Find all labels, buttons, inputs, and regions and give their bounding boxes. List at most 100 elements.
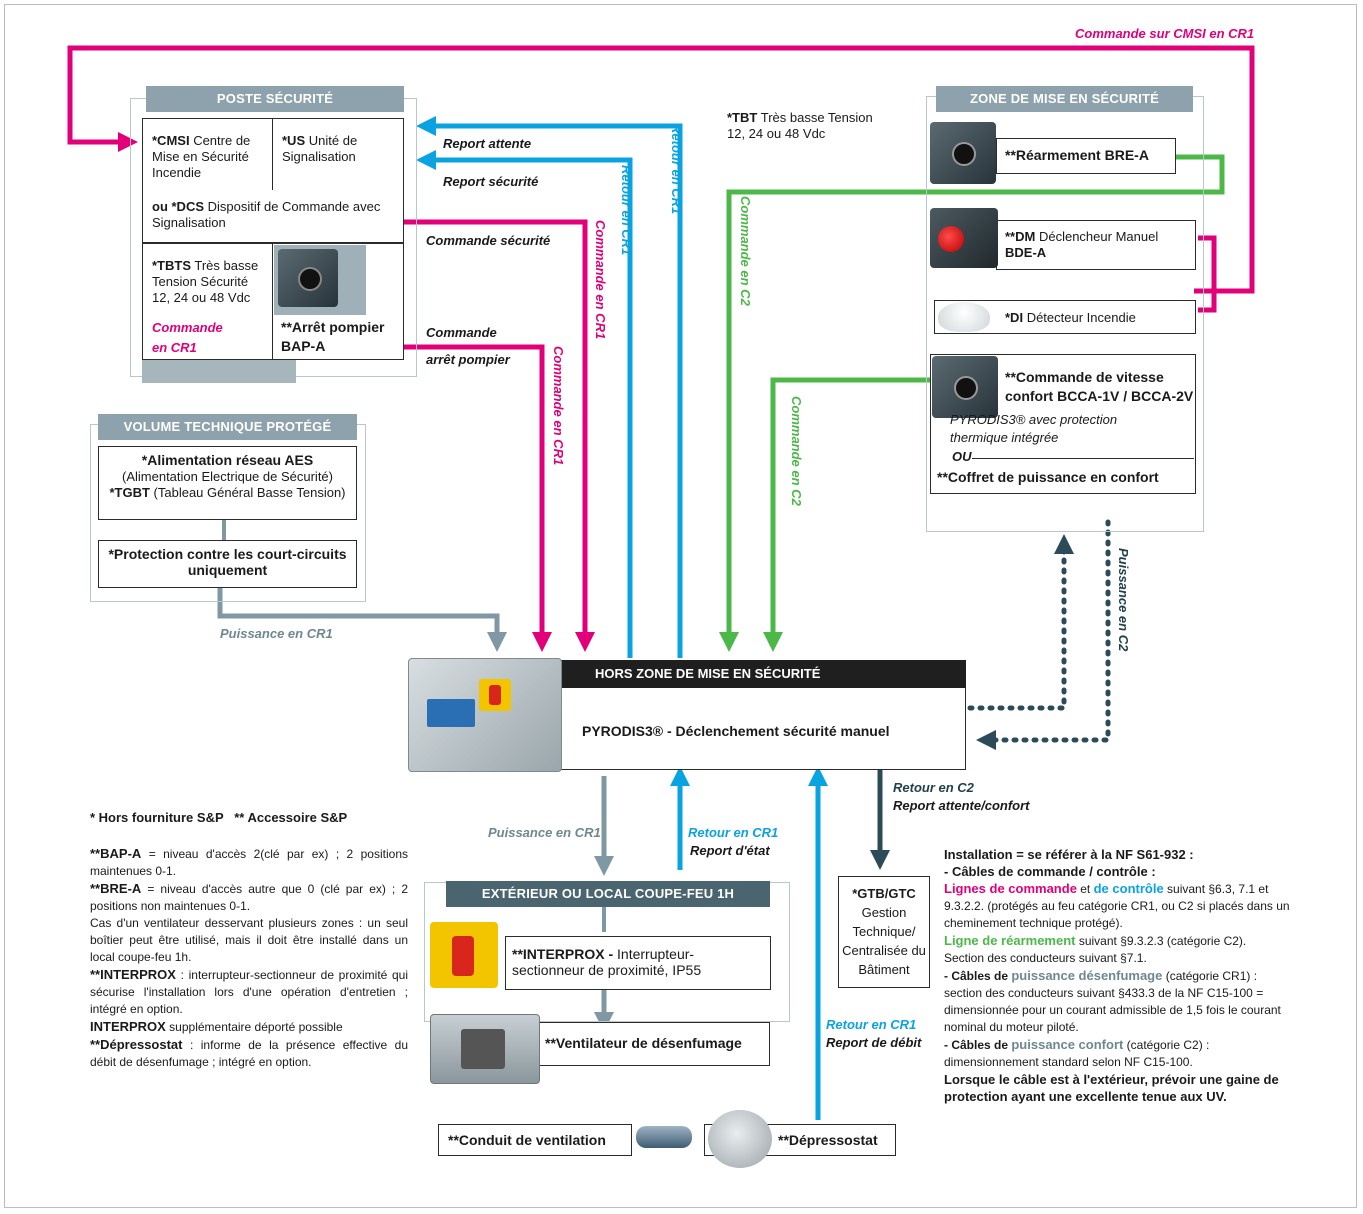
- vitesse-switch-image: [932, 356, 998, 418]
- tbts-divider: [272, 243, 273, 360]
- gtb-l4: Bâtiment: [858, 962, 910, 977]
- wire-vitesse-commande-c2: [763, 377, 930, 652]
- red-handle-icon: [489, 685, 501, 705]
- label-commande: Commande: [426, 325, 497, 340]
- dcs-text: Dispositif de Commande avec Signalisatio…: [152, 199, 381, 230]
- depressostat-label: **Dépressostat: [778, 1132, 878, 1148]
- di-text: Détecteur Incendie: [1026, 310, 1136, 325]
- us-block: *US Unité de Signalisation: [282, 133, 400, 165]
- tbt-code: *TBT: [727, 110, 758, 125]
- tgbt-code: *TGBT: [109, 485, 150, 500]
- fan-icon: [461, 1029, 505, 1069]
- cables-de2: - Câbles de: [944, 1038, 1012, 1052]
- puissance-desenf: puissance désenfumage: [1011, 968, 1163, 983]
- label-commande-cmsi-cr1: Commande sur CMSI en CR1: [1075, 26, 1255, 41]
- label-report-debit: Report de débit: [826, 1035, 922, 1050]
- ou-divider: [972, 458, 1194, 459]
- smoke-detector-image: [938, 302, 990, 332]
- tbt-text2: 12, 24 ou 48 Vdc: [727, 126, 826, 141]
- diagram-frame: [4, 4, 1357, 1208]
- confort-text: (catégorie C2) : dimensionnement standar…: [944, 1038, 1210, 1069]
- selector-icon: [954, 376, 978, 400]
- duct-image: [636, 1126, 692, 1148]
- tgbt-text: (Tableau Général Basse Tension): [153, 485, 346, 500]
- label-report-securite: Report sécurité: [443, 174, 539, 189]
- tbts-block: *TBTS Très basse Tension Sécurité 12, 24…: [152, 258, 268, 306]
- bap-text: = niveau d'accès 2(clé par ex) ; 2 posit…: [90, 847, 408, 878]
- dm-text: Déclencheur Manuel: [1038, 229, 1159, 244]
- install-et: et: [1076, 882, 1094, 896]
- depresso-note-code: **Dépressostat: [90, 1037, 183, 1052]
- rearm-box: [996, 138, 1176, 174]
- cmsi-us-divider: [272, 118, 273, 190]
- ou-label: OU: [952, 449, 972, 464]
- exterieur-header: EXTÉRIEUR OU LOCAL COUPE-FEU 1H: [446, 881, 770, 907]
- pyrodis-enclosure-image: [408, 658, 562, 772]
- bre-text: = niveau d'accès autre que 0 (clé par ex…: [90, 882, 408, 913]
- label-commande-c2-a: Commande en C2: [738, 196, 753, 306]
- label-retour-cr1-a: Retour en CR1: [669, 124, 684, 215]
- interprox-box: [505, 936, 771, 990]
- ventilateur-label: **Ventilateur de désenfumage: [545, 1035, 742, 1051]
- hors-zone-header-bg: [540, 660, 966, 688]
- dm-ref: BDE-A: [1005, 245, 1047, 260]
- de-controle: de contrôle: [1093, 881, 1164, 896]
- puissance-confort: puissance confort: [1011, 1037, 1124, 1052]
- us-text: Unité de Signalisation: [282, 133, 358, 164]
- tbt-note: *TBT Très basse Tension 12, 24 ou 48 Vdc: [727, 110, 897, 142]
- uv-text: Lorsque le câble est à l'extérieur, prév…: [944, 1072, 1279, 1104]
- wire-commande-cmsi-cr1: [67, 45, 1255, 294]
- key-switch-icon: [298, 267, 322, 291]
- red-handle-icon: [452, 936, 474, 976]
- label-arret-pompier: arrêt pompier: [426, 352, 510, 367]
- commande-cr1-a: Commande: [152, 320, 223, 335]
- lignes-commande: Lignes de commande: [944, 881, 1077, 896]
- tbts-text: Très basse Tension Sécurité 12, 24 ou 48…: [152, 258, 259, 305]
- lignes-text: suivant §6.3, 7.1 et 9.3.2.2. (protégés …: [944, 882, 1290, 930]
- plusieurs-text: Cas d'un ventilateur desservant plusieur…: [90, 916, 408, 964]
- wire-commande-securite: [404, 219, 595, 652]
- poste-securite-header: POSTE SÉCURITÉ: [146, 86, 404, 112]
- legend-title: * Hors fourniture S&P ** Accessoire S&P: [90, 810, 348, 825]
- arret-pompier-title: **Arrêt pompier: [281, 319, 385, 335]
- aes-block: *Alimentation réseau AES (Alimentation E…: [98, 452, 357, 501]
- interprox-image: [430, 922, 498, 988]
- label-commande-cr1-b: Commande en CR1: [551, 346, 566, 466]
- cmsi-block: *CMSI Centre de Mise en Sécurité Incendi…: [152, 133, 270, 181]
- pyrodis-a: PYRODIS3® avec protection: [950, 412, 1118, 427]
- interprox-note-text: : interrupteur-sectionneur de proximité …: [90, 968, 408, 1016]
- aes-box: [98, 446, 357, 520]
- label-report-etat: Report d'état: [690, 843, 770, 858]
- protection-b: uniquement: [187, 562, 268, 578]
- label-puissance-c2: Puissance en C2: [1116, 548, 1131, 652]
- wire-puissance-c2-b: [976, 519, 1111, 750]
- pyrodis-label: PYRODIS3® - Déclenchement sécurité manue…: [582, 723, 890, 739]
- bre-code: **BRE-A: [90, 881, 142, 896]
- interprox-note-code: **INTERPROX: [90, 967, 176, 982]
- protection-a: *Protection contre les court-circuits: [108, 546, 347, 562]
- gtb-l3: Centralisée du: [842, 943, 926, 958]
- gtb-block: *GTB/GTC Gestion Technique/ Centralisée …: [838, 884, 930, 979]
- conduit-label: **Conduit de ventilation: [448, 1132, 606, 1148]
- label-retour-c2: Retour en C2: [893, 780, 974, 795]
- label-report-attente: Report attente: [443, 136, 532, 151]
- depressostat-image: [708, 1110, 772, 1168]
- dcs-block: ou *DCS Dispositif de Commande avec Sign…: [152, 199, 400, 231]
- label-commande-securite: Commande sécurité: [426, 233, 551, 248]
- wire-report-attente: [416, 116, 683, 658]
- label-commande-cr1-a: Commande en CR1: [593, 220, 608, 340]
- cmsi-box: [142, 118, 404, 243]
- emergency-button-icon: [938, 226, 964, 252]
- vitesse-b: confort BCCA-1V / BCCA-2V: [1005, 388, 1194, 404]
- bap-code: **BAP-A: [90, 846, 142, 861]
- label-retour-cr1-b: Retour en CR1: [619, 165, 634, 256]
- tbt-text1: Très basse Tension: [760, 110, 873, 125]
- hors-zone-header: HORS ZONE DE MISE EN SÉCURITÉ: [595, 666, 821, 681]
- install-title: Installation = se référer à la NF S61-93…: [944, 847, 1194, 862]
- interprox-a: Interrupteur-: [617, 946, 695, 962]
- interprox2-code: INTERPROX: [90, 1019, 166, 1034]
- wire-rearm-commande-c2: [719, 154, 1225, 652]
- protection-box: [98, 540, 357, 588]
- commande-cr1-b: en CR1: [152, 340, 197, 355]
- interprox-code: **INTERPROX -: [512, 946, 614, 962]
